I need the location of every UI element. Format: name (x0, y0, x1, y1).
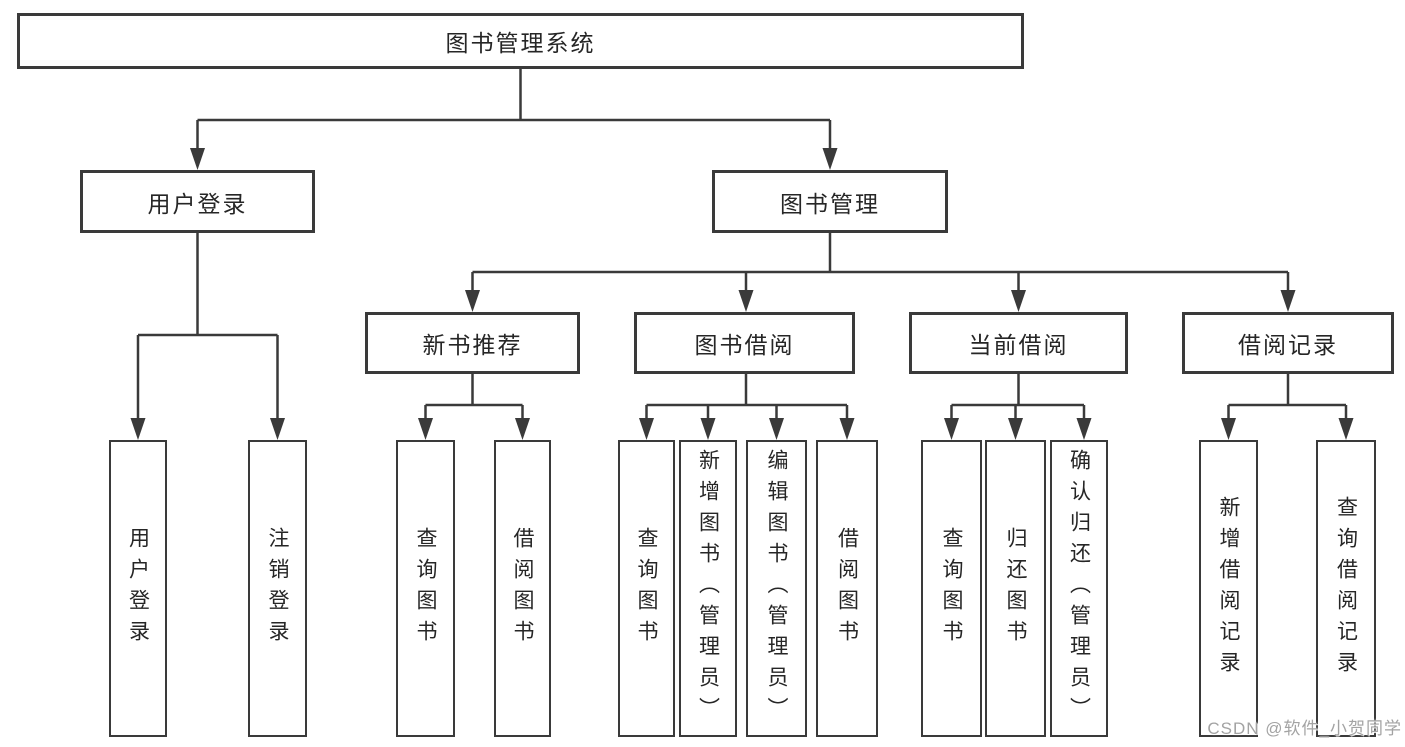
leaf-query-books-current: 查询图书 (921, 440, 982, 737)
node-book-management: 图书管理 (712, 170, 948, 233)
leaf-label: 确认归还（管理员） (1067, 449, 1091, 728)
leaf-add-borrow-record: 新增借阅记录 (1199, 440, 1258, 737)
node-label: 用户登录 (147, 190, 248, 217)
node-label: 新书推荐 (422, 332, 523, 358)
node-borrowing-records: 借阅记录 (1182, 312, 1394, 374)
node-current-borrowing: 当前借阅 (909, 312, 1128, 374)
node-new-book-recommend: 新书推荐 (365, 312, 580, 374)
connector-lines (136, 69, 1348, 420)
leaf-label: 注销登录 (266, 526, 289, 651)
leaf-query-books-recommend: 查询图书 (396, 440, 455, 737)
leaf-return-books: 归还图书 (985, 440, 1046, 737)
node-library-management-system: 图书管理系统 (17, 13, 1024, 69)
node-user-login: 用户登录 (80, 170, 315, 233)
leaf-label: 查询图书 (940, 526, 963, 651)
arrow-down-icons (130, 148, 1354, 440)
leaf-label: 查询图书 (635, 526, 658, 651)
node-label: 图书管理系统 (445, 30, 596, 56)
leaf-label: 用户登录 (126, 526, 150, 651)
leaf-borrow-books-recommend: 借阅图书 (494, 440, 551, 737)
node-label: 当前借阅 (968, 332, 1069, 358)
leaf-confirm-return-admin: 确认归还（管理员） (1050, 440, 1108, 737)
leaf-edit-books-admin: 编辑图书（管理员） (746, 440, 807, 737)
leaf-label: 借阅图书 (511, 526, 534, 651)
leaf-logout: 注销登录 (248, 440, 307, 737)
leaf-borrow-books: 借阅图书 (816, 440, 878, 737)
leaf-label: 查询图书 (414, 526, 437, 651)
node-label: 图书管理 (780, 190, 880, 217)
leaf-add-books-admin: 新增图书（管理员） (679, 440, 737, 737)
csdn-watermark: CSDN @软件_小贺同学 (1207, 719, 1402, 738)
leaf-label: 归还图书 (1004, 526, 1027, 651)
leaf-label: 查询借阅记录 (1334, 495, 1358, 682)
leaf-label: 新增借阅记录 (1217, 495, 1240, 682)
leaf-label: 借阅图书 (835, 526, 859, 651)
leaf-query-borrow-record: 查询借阅记录 (1316, 440, 1376, 737)
leaf-label: 新增图书（管理员） (696, 449, 720, 728)
node-label: 图书借阅 (694, 332, 795, 358)
leaf-query-books-borrowing: 查询图书 (618, 440, 675, 737)
node-label: 借阅记录 (1238, 332, 1338, 358)
node-book-borrowing: 图书借阅 (634, 312, 855, 374)
leaf-label: 编辑图书（管理员） (765, 449, 788, 728)
leaf-user-login: 用户登录 (109, 440, 167, 737)
